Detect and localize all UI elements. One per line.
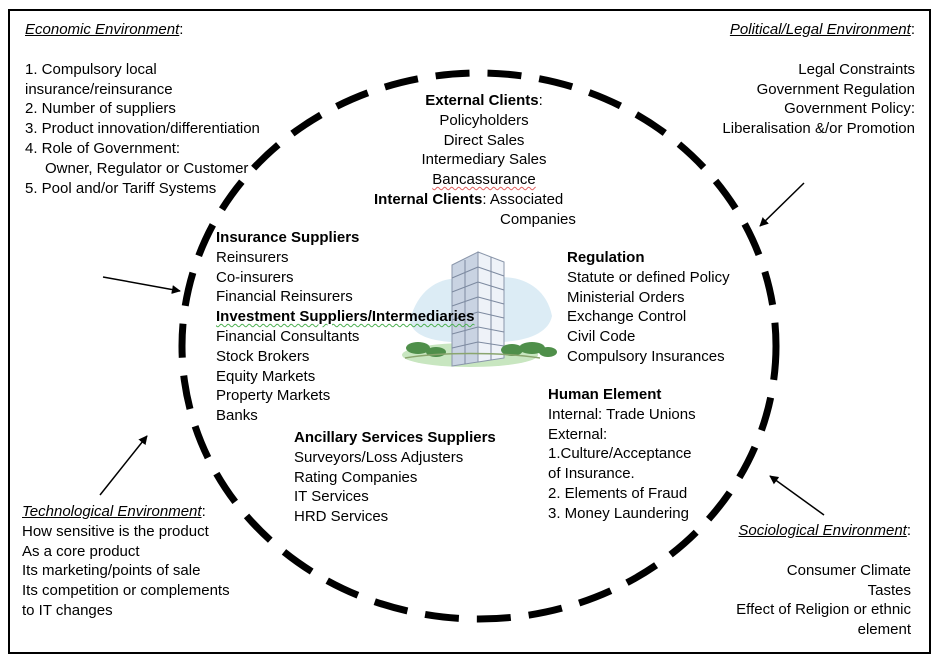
external-client-item: Direct Sales — [443, 131, 525, 149]
sociological-environment-block: Sociological Environment: Consumer Clima… — [736, 522, 911, 639]
political-item: Government Policy: — [784, 100, 915, 118]
regulation-block: Regulation Statute or defined Policy Min… — [567, 248, 730, 367]
political-item: Legal Constraints — [798, 60, 915, 78]
political-environment-block: Political/Legal Environment: Legal Const… — [722, 21, 915, 138]
human-element-item: of Insurance. — [548, 465, 635, 483]
arrow-economic — [102, 276, 181, 294]
investment-supplier-item: Banks — [216, 407, 258, 425]
regulation-item: Ministerial Orders — [567, 288, 685, 306]
investment-supplier-item: Equity Markets — [216, 367, 316, 385]
regulation-item: Compulsory Insurances — [567, 347, 725, 365]
sociological-title: Sociological Environment — [738, 522, 907, 539]
economic-title: Economic Environment — [25, 21, 180, 38]
political-title: Political/Legal Environment — [729, 21, 911, 38]
human-element-item: 3. Money Laundering — [548, 504, 689, 522]
insurance-supplier-item: Reinsurers — [216, 248, 289, 266]
arrow-technological — [99, 435, 148, 496]
human-element-block: Human Element Internal: Trade Unions Ext… — [548, 385, 696, 524]
economic-item: 5. Pool and/or Tariff Systems — [25, 179, 217, 197]
external-client-item: Policyholders — [439, 111, 529, 129]
suppliers-block: Insurance Suppliers Reinsurers Co-insure… — [216, 228, 474, 426]
economic-item: Owner, Regulator or Customer — [45, 159, 249, 177]
sociological-item: Tastes — [867, 581, 911, 599]
economic-item: 1. Compulsory local — [25, 60, 157, 78]
internal-clients-cont: Companies — [500, 210, 576, 230]
technological-title: Technological Environment — [22, 503, 202, 520]
economic-item: 2. Number of suppliers — [25, 100, 176, 118]
market-boundary-ellipse — [178, 69, 780, 623]
clients-block: External Clients: Policyholders Direct S… — [374, 91, 594, 190]
internal-clients-heading: Internal Clients — [374, 191, 483, 208]
regulation-item: Exchange Control — [567, 308, 687, 326]
office-building-icon — [402, 251, 557, 367]
insurance-suppliers-heading: Insurance Suppliers — [216, 229, 360, 246]
investment-supplier-item: Property Markets — [216, 387, 331, 405]
technological-item: to IT changes — [22, 601, 113, 619]
human-element-heading: Human Element — [548, 386, 662, 403]
technological-item: As a core product — [22, 542, 140, 560]
investment-supplier-item: Stock Brokers — [216, 347, 310, 365]
sociological-item: Consumer Climate — [786, 561, 911, 579]
political-item: Government Regulation — [756, 80, 915, 98]
external-client-item: Bancassurance — [432, 171, 536, 189]
regulation-heading: Regulation — [567, 249, 645, 266]
technological-item: Its marketing/points of sale — [22, 562, 201, 580]
human-element-item: Internal: Trade Unions — [548, 405, 696, 423]
external-clients-heading: External Clients — [425, 92, 539, 109]
economic-item: insurance/reinsurance — [25, 80, 173, 98]
external-client-item: Intermediary Sales — [421, 151, 547, 169]
investment-supplier-item: Financial Consultants — [216, 327, 360, 345]
technological-item: How sensitive is the product — [22, 522, 209, 540]
internal-client-item: Companies — [500, 211, 576, 228]
ancillary-item: Rating Companies — [294, 468, 418, 486]
ancillary-item: IT Services — [294, 488, 369, 506]
ancillary-item: Surveyors/Loss Adjusters — [294, 448, 464, 466]
arrow-political — [759, 182, 805, 227]
sociological-item: element — [857, 621, 911, 639]
regulation-item: Civil Code — [567, 328, 636, 346]
technological-item: Its competition or complements — [22, 582, 230, 600]
sociological-item: Effect of Religion or ethnic — [736, 601, 911, 619]
economic-item: 3. Product innovation/differentiation — [25, 120, 260, 138]
investment-suppliers-heading: Investment Suppliers/Intermediaries — [216, 308, 475, 326]
insurance-supplier-item: Co-insurers — [216, 268, 294, 286]
regulation-item: Statute or defined Policy — [567, 268, 730, 286]
ancillary-services-block: Ancillary Services Suppliers Surveyors/L… — [294, 428, 496, 527]
political-item: Liberalisation &/or Promotion — [722, 120, 915, 138]
technological-environment-block: Technological Environment: How sensitive… — [22, 503, 230, 619]
economic-item: 4. Role of Government: — [25, 139, 181, 157]
economic-environment-block: Economic Environment: 1. Compulsory loca… — [25, 21, 260, 197]
human-element-item: 2. Elements of Fraud — [548, 484, 688, 502]
human-element-item: External: — [548, 425, 608, 443]
arrow-sociological — [769, 475, 825, 516]
ancillary-item: HRD Services — [294, 508, 389, 526]
internal-client-item: Associated — [489, 191, 564, 208]
human-element-item: 1.Culture/Acceptance — [548, 445, 692, 463]
internal-clients-line: Internal Clients: Associated — [374, 191, 564, 208]
insurance-supplier-item: Financial Reinsurers — [216, 288, 353, 306]
ancillary-heading: Ancillary Services Suppliers — [294, 429, 496, 446]
